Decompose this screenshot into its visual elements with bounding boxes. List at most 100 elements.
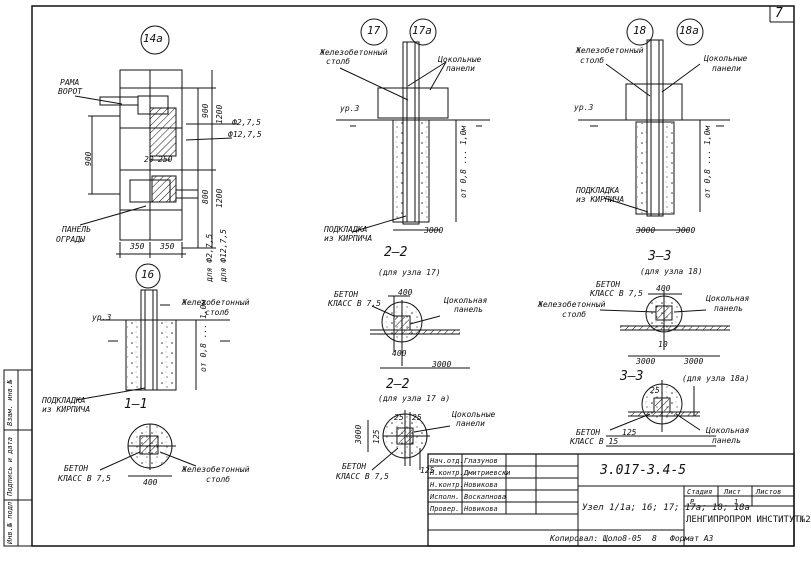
label-zhb-18: Железобетонный [576,46,644,55]
dim-400-22b: 400 [392,349,407,358]
dim-3000-17: 3000 [424,226,444,235]
label-podkl-17: ПОДКЛАДКА [324,225,368,234]
stamp-role-4: Провер. [430,505,460,513]
sheet-header: Лист [724,488,741,496]
dim-125-22a: 125 [420,466,435,475]
dim-3000-18b: 3000 [676,226,696,235]
section-2-2-a: 2—2 [386,377,410,392]
label-tsok-33a: Цокольная [706,426,750,435]
document-code: 3.017-3.4-5 [600,463,687,478]
dim-800: 800 [201,189,210,204]
stage-header: Стадия [687,488,713,496]
label-zhb-plan-16: Железобетонный [182,465,250,474]
label-f1275: Ф12,7,5 [228,130,262,139]
dim-3000-33a: 3000 [636,357,656,366]
label-tsok-22: Цокольная [444,296,488,305]
dim-250: 250 [158,155,173,164]
label-f275: Ф2,7,5 [232,118,261,127]
label-ur3-17: ур.3 [340,104,360,113]
margin-sign: Подпись и дата [6,436,14,496]
format-label: Формат А3 [670,534,714,543]
label-vorot: ВОРОТ [58,87,83,96]
stamp-role-3: Исполн. [430,493,460,501]
label-depth-18: от 0,8 ... 1,0м [703,125,712,198]
section-3-3-sub: (для узла 18) [640,267,703,276]
stamp-name-2: Новикова [464,481,498,489]
dim-400-33: 400 [656,284,671,293]
label-klass-16: КЛАСС В 7,5 [58,474,111,483]
label-panels-18: панели [712,64,741,73]
margin-replace: Взам. инв.№ [6,379,14,426]
label-stolb-16: столб [205,308,230,317]
dim-350-a: 350 [130,242,145,251]
label-beton-16: БЕТОН [64,464,89,473]
label-klass-22: КЛАСС В 7,5 [328,299,381,308]
label-stolb-18: столб [580,56,605,65]
stamp-role-0: Нач.отд. [430,457,464,465]
node-17-label: 17 [367,24,381,37]
label-beton-22: БЕТОН [334,290,359,299]
sheet-value: 1 [734,498,739,506]
label-panels-22a: панели [456,419,485,428]
label-beton-33: БЕТОН [596,280,621,289]
sheets-header: Листов [756,488,782,496]
stamp-role-2: Н.контр. [430,481,464,489]
label-podkl-18: ПОДКЛАДКА [576,186,620,195]
label-panel-33a: панель [712,436,741,445]
stamp-name-3: Воскапнова [464,493,507,501]
label-beton-22a: БЕТОН [342,462,367,471]
label-panel: ПАНЕЛЬ [62,225,91,234]
label-zhb-17: Железобетонный [320,48,388,57]
section-3-3: 3—3 [648,249,672,264]
label-dla-f2: для Ф12,7,5 [219,229,228,282]
node-16-label: 16 [141,268,155,281]
section-2-2-sub: (для узла 17) [378,268,441,277]
dim-350-b: 350 [160,242,175,251]
dim-400-16: 400 [143,478,158,487]
label-tsok-17: Цокольные [438,55,482,64]
sheet-number: 7 [775,6,783,21]
label-rama: РАМА [60,78,80,87]
sheet-title: Узел 1/1а; 16; 17; 17а; 18; 18а [582,503,750,513]
label-podkl-16: ПОДКЛАДКА [42,396,86,405]
copied-by: Копировал: Щоло8-05 [550,534,642,543]
label-tsok-22a: Цокольные [452,410,496,419]
label-panels-17: панели [446,64,475,73]
dim-10-33: 10 [658,340,668,349]
label-ur3-16: ур.3 [92,313,112,322]
section-2-2: 2—2 [384,245,408,260]
label-depth-17: от 0,8 ... 1,0м [459,125,468,198]
dim-1200-a: 1200 [215,104,224,124]
node-18a-label: 18а [679,24,699,37]
dim-25-b: 25 [412,413,422,422]
dim-900-right: 900 [201,103,210,118]
label-ogrady: ОГРАДЫ [56,235,85,244]
label-klass-22a: КЛАСС В 7,5 [336,472,389,481]
dim-3000-18a: 3000 [636,226,656,235]
dim-3000-33b: 3000 [684,357,704,366]
dim-400-22: 400 [398,288,413,297]
section-3-3-a: 3—3 [620,369,644,384]
label-klass-33a: КЛАСС В 15 [570,437,619,446]
margin-inv: Инв.№ подл. [6,497,14,544]
dim-900-left: 900 [84,151,93,166]
label-tsok-18: Цокольные [704,54,748,63]
label-stolb-plan-16: столб [206,475,231,484]
stamp-name-0: Глазунов [464,457,498,465]
dim-3000-22a: 3000 [354,424,363,444]
dim-125-33a: 125 [622,428,637,437]
section-3-3-a-sub: (для узла 18а) [682,374,750,383]
dim-25-c: 25 [650,386,660,395]
copied-number: 8 [652,534,657,543]
label-stolb-33: столб [562,310,587,319]
label-beton-33a: БЕТОН [576,428,601,437]
stamp-name-4: Новикова [464,505,498,513]
dim-20: 20 [144,155,154,164]
node-18-label: 18 [633,24,647,37]
label-zhb-16: Железобетонный [182,298,250,307]
label-ur3-18: ур.3 [574,103,594,112]
node-14a-label: 14а [143,32,163,45]
node-17a-label: 17а [412,24,432,37]
